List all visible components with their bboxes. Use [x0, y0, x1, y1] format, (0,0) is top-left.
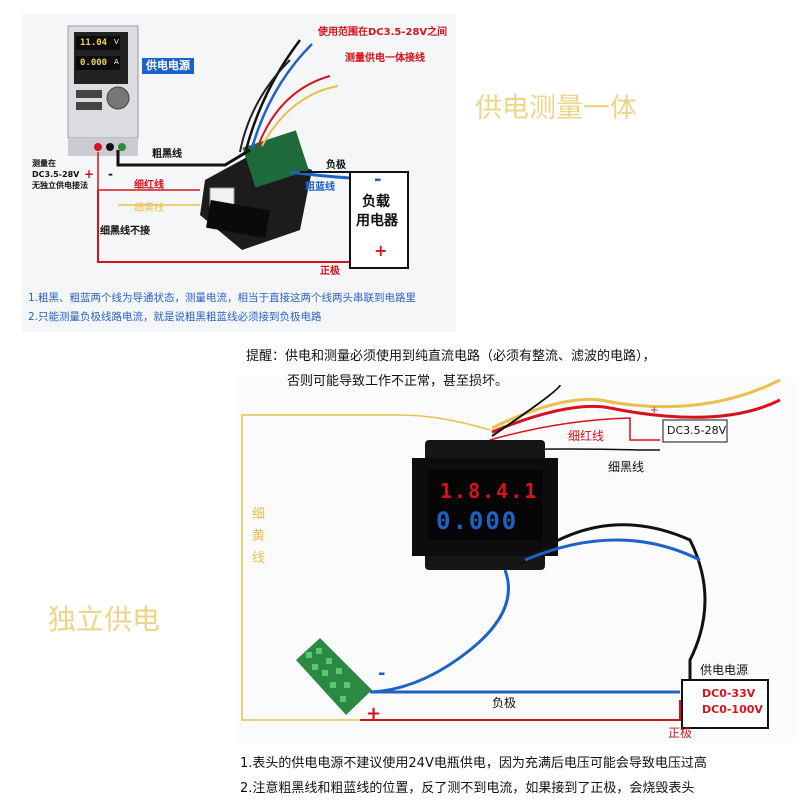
solar-panel: [296, 638, 372, 715]
reminder-line-1: 提醒：供电和测量必须使用到纯直流电路（必须有整流、滤波的电路），: [246, 349, 656, 364]
footer-note-2: 2.注意粗黑线和粗蓝线的位置，反了测不到电流，如果接到了正极，会烧毁表头: [240, 781, 695, 796]
thin-yellow-v-1: 细: [252, 507, 266, 522]
neg-pole-label: 负极: [326, 160, 346, 171]
pos-pole-label: 正极: [320, 266, 340, 277]
pos-pole-label-bottom: 正极: [668, 726, 693, 740]
bench-power-supply: [67, 25, 139, 156]
dc-range-label: DC3.5-28V: [667, 424, 727, 437]
thin-red-label: 细红线: [134, 180, 164, 191]
dc0-100-label: DC0-100V: [702, 703, 763, 716]
dc-range-box: [662, 419, 728, 443]
title-independent: 独立供电: [48, 603, 161, 636]
load-text-2: 用电器: [356, 213, 398, 229]
power-supply-box: [681, 679, 769, 729]
meter-module-bottom: [412, 440, 558, 570]
thin-yellow-v-2: 黄: [252, 529, 266, 544]
left-minus: -: [108, 167, 113, 181]
left-note-1: 测量在: [32, 159, 56, 168]
thin-black-label-bottom: 细黑线: [608, 460, 645, 474]
power-supply-label-bottom: 供电电源: [700, 663, 749, 677]
left-plus: +: [84, 167, 95, 181]
meter-readout-top: 1.8.4.1: [440, 479, 539, 503]
title-integrated: 供电测量一体: [475, 93, 637, 124]
thin-black-unused-label: 细黑线不接: [100, 226, 150, 237]
psu-display-top: 11.04: [80, 38, 108, 48]
meter-readout-bottom: 0.000: [436, 507, 519, 535]
neg-pole-label-bottom: 负极: [492, 696, 517, 710]
load-minus: -: [374, 169, 382, 190]
reminder-line-2: 否则可能导致工作不正常，甚至损坏。: [287, 374, 509, 389]
left-note-3: 无独立供电接法: [32, 181, 88, 190]
dc-minus: -: [650, 445, 654, 456]
psu-display-bottom: 0.000: [80, 58, 108, 68]
top-note-2: 2.只能测量负极线路电流，就是说粗黑粗蓝线必须接到负极电路: [28, 311, 322, 323]
dc0-33-label: DC0-33V: [702, 687, 756, 700]
footer-note-1: 1.表头的供电电源不建议使用24V电瓶供电，因为充满后电压可能会导致电压过高: [240, 756, 707, 771]
integrated-note: 测量供电一体接线: [345, 53, 425, 64]
top-note-1: 1.粗黑、粗蓝两个线为导通状态，测量电流，相当于直接这两个线两头串联到电路里: [28, 292, 417, 304]
meter-module-top: [200, 130, 312, 250]
solar-plus: +: [366, 703, 382, 724]
range-note: 使用范围在DC3.5-28V之间: [318, 27, 448, 38]
dc-plus: +: [650, 405, 659, 416]
thick-blue-label: 粗蓝线: [305, 182, 335, 193]
solar-minus: -: [378, 663, 386, 684]
psu-unit-v: V: [114, 38, 119, 46]
thin-red-label-bottom: 细红线: [568, 429, 605, 443]
thin-yellow-v-3: 线: [252, 551, 266, 566]
load-plus: +: [374, 241, 388, 260]
load-box: [349, 171, 409, 269]
left-note-2: DC3.5-28V: [32, 170, 80, 179]
thin-yellow-label: 细黄线: [134, 203, 164, 214]
psu-unit-a: A: [114, 58, 119, 66]
power-supply-badge: 供电电源: [142, 58, 194, 75]
thick-black-label: 粗黑线: [152, 149, 182, 160]
load-text-1: 负载: [362, 194, 390, 210]
